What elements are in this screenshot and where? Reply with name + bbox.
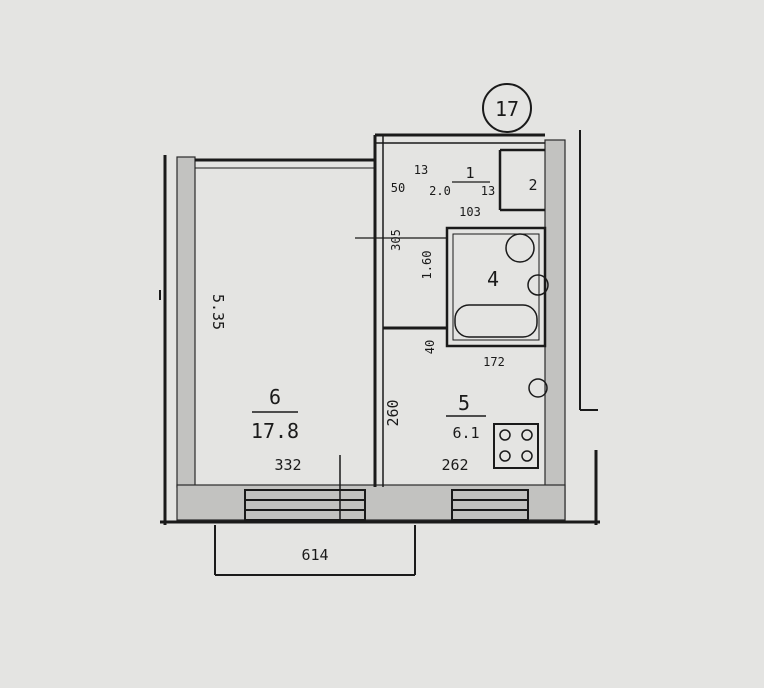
dim-bath-height: 1.60	[420, 251, 434, 280]
dim-13b: 13	[481, 184, 495, 198]
stove-icon	[493, 423, 539, 469]
window-kitchen	[451, 489, 529, 521]
drain-icon	[527, 274, 549, 296]
interior-walls	[373, 133, 547, 487]
dim-kitchen-height: 260	[384, 399, 402, 426]
dim-bath-width: 172	[483, 355, 505, 369]
window-room	[244, 489, 366, 521]
room-5-area: 6.1	[452, 424, 479, 442]
room-6-id: 6	[269, 385, 281, 409]
room-6-area: 17.8	[251, 419, 299, 443]
edge-lines	[159, 130, 600, 525]
dim-hall-width: 2.0	[429, 184, 451, 198]
room-5-id: 5	[458, 391, 470, 415]
dim-balcony-width: 614	[301, 546, 328, 564]
dim-room6-width: 332	[274, 456, 301, 474]
dim-room6-height: 5.35	[209, 294, 227, 330]
outer-walls	[176, 139, 566, 521]
dim-40: 40	[423, 340, 437, 354]
dim-13a: 13	[414, 163, 428, 177]
balcony	[214, 525, 416, 576]
top-wall	[195, 158, 375, 169]
sink-icon	[505, 233, 535, 263]
windows	[244, 489, 529, 521]
room-4-id: 4	[487, 267, 499, 291]
dim-kitchen-width: 262	[441, 456, 468, 474]
dim-103: 103	[459, 205, 481, 219]
kitchen-sink-icon	[528, 378, 548, 398]
plan-number: 17	[495, 97, 519, 121]
dim-hall-height: 305	[389, 229, 403, 251]
room-2-id: 2	[528, 176, 537, 194]
fixtures	[454, 233, 549, 469]
room-1-id: 1	[465, 164, 474, 182]
dim-50: 50	[391, 181, 405, 195]
plan-number-circle	[482, 83, 532, 133]
bathtub-icon	[454, 304, 538, 338]
